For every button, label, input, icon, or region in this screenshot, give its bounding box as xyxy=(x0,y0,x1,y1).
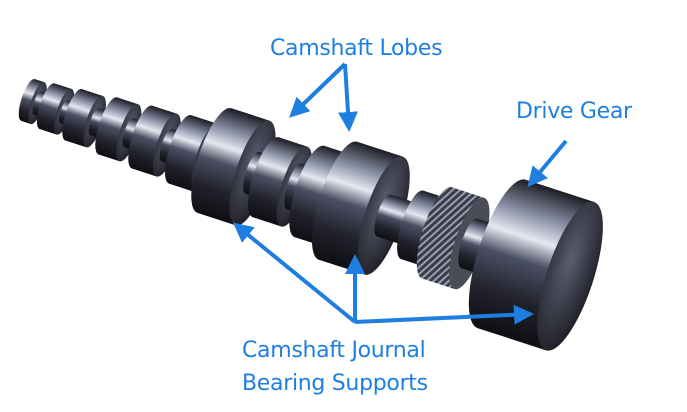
label-camshaft-lobes: Camshaft Lobes xyxy=(270,36,443,61)
label-journal-line2: Bearing Supports xyxy=(242,371,428,396)
arrows xyxy=(232,62,568,325)
label-drive-gear: Drive Gear xyxy=(516,99,632,124)
camshaft-journal xyxy=(468,179,603,351)
arrow-lobe-2 xyxy=(338,63,358,132)
camshaft xyxy=(18,78,603,351)
arrow-drive-gear xyxy=(527,139,568,188)
label-journal-line1: Camshaft Journal xyxy=(242,338,426,363)
arrow-journal-1 xyxy=(232,222,357,324)
arrow-journal-3 xyxy=(354,304,534,325)
arrow-lobe-1 xyxy=(289,62,347,118)
